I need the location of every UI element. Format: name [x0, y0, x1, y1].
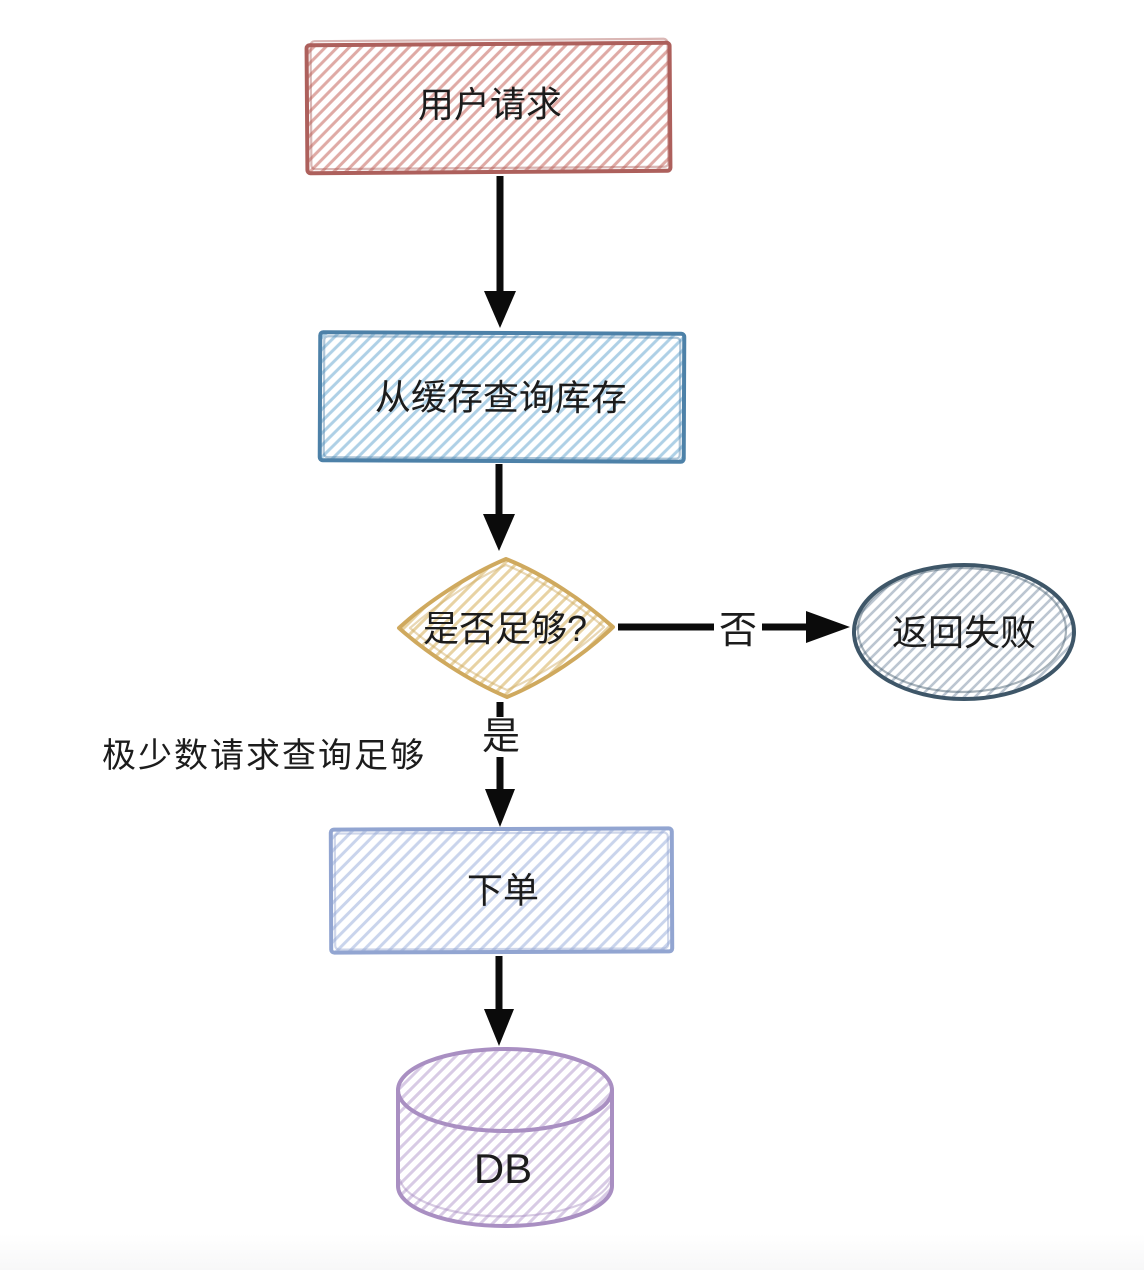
decision-diamond [397, 557, 615, 699]
arrow-head-icon [483, 514, 515, 551]
db-cylinder-bottom-sketch [398, 1178, 612, 1218]
edge-label-yes-mask [483, 717, 519, 755]
user-request-box-sketch [309, 37, 670, 171]
query-cache-box-sketch [322, 335, 682, 460]
query-cache-label: 从缓存查询库存 [375, 376, 627, 418]
return-fail-ellipse-sketch [856, 566, 1068, 694]
place-order-box [328, 826, 675, 955]
node-return-fail: 返回失败 [852, 563, 1076, 701]
db-cylinder-top [396, 1047, 614, 1133]
arrow-request-to-cache [484, 176, 516, 328]
node-decision: 是否足够? [397, 557, 615, 699]
decision-diamond-sketch [408, 563, 606, 692]
bottom-strip [0, 1234, 1144, 1270]
arrow-head-icon [484, 291, 516, 328]
db-label: DB [474, 1145, 532, 1192]
arrow-head-icon [484, 1009, 514, 1046]
arrow-head-icon [806, 611, 850, 643]
arrow-decision-to-fail: 否 [618, 594, 850, 652]
place-order-label: 下单 [467, 870, 539, 911]
node-query-cache: 从缓存查询库存 [317, 330, 687, 464]
edge-label-no-mask [716, 594, 761, 648]
user-request-box [304, 40, 673, 176]
annotation-few-requests: 极少数请求查询足够 [102, 737, 426, 775]
decision-label: 是否足够? [423, 608, 587, 649]
query-cache-box [317, 330, 687, 464]
node-user-request: 用户请求 [304, 37, 673, 176]
arrow-order-to-db [484, 956, 514, 1046]
node-db: DB [396, 1047, 614, 1228]
place-order-box-sketch [333, 831, 670, 951]
edge-label-yes: 是 [482, 716, 520, 758]
arrow-cache-to-decision [483, 464, 515, 551]
arrow-decision-to-order: 是 [482, 702, 520, 827]
node-place-order: 下单 [328, 826, 675, 955]
user-request-label: 用户请求 [418, 83, 562, 125]
return-fail-label: 返回失败 [892, 612, 1036, 653]
edge-label-no: 否 [719, 610, 757, 652]
return-fail-ellipse [852, 563, 1076, 701]
arrow-head-icon [485, 789, 515, 827]
